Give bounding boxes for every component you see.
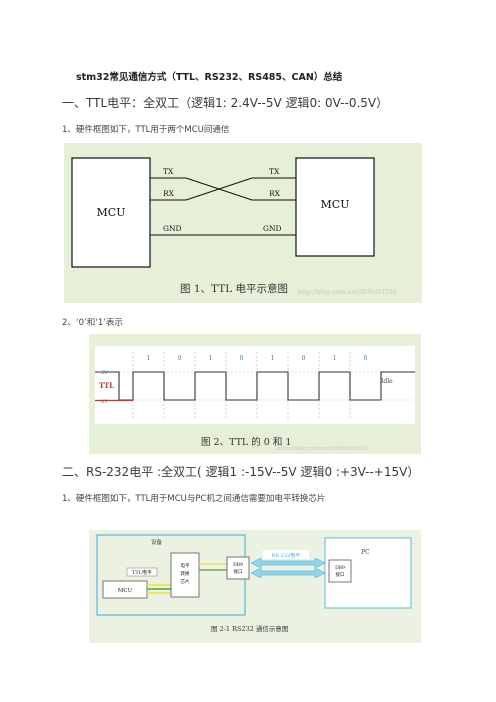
figure2-caption: 图 2、TTL 的 0 和 1 bbox=[201, 436, 291, 448]
device-label: 设备 bbox=[151, 538, 163, 546]
ttl-level-label: TTL电平 bbox=[132, 569, 152, 576]
bit-label: 0 bbox=[178, 355, 182, 362]
cross-line-b bbox=[185, 177, 253, 201]
rs232-arrow-top bbox=[250, 557, 326, 569]
label-5v: 5V bbox=[101, 370, 108, 376]
document-title: stm32常见通信方式（TTL、RS232、RS485、CAN）总结 bbox=[76, 72, 343, 83]
db9-right-line-2: 接口 bbox=[336, 571, 345, 578]
rs232-diagram-svg: 设备 MCU TTL电平 电平 转换 芯片 DB9 接口 RS-232电平 PC… bbox=[96, 534, 412, 633]
db9-left-box bbox=[226, 556, 250, 580]
mcu-label: MCU bbox=[118, 588, 133, 594]
db9-left-line-2: 接口 bbox=[234, 568, 243, 575]
converter-line-3: 芯片 bbox=[181, 578, 190, 585]
ttl-waveform-line bbox=[95, 371, 415, 401]
tx-left-label: TX bbox=[163, 167, 174, 176]
bit-label: 0 bbox=[302, 355, 306, 362]
gnd-right-label: GND bbox=[263, 224, 282, 233]
db9-right-box bbox=[328, 559, 352, 583]
bit-labels: 1 0 1 0 1 0 1 0 bbox=[147, 355, 368, 362]
label-0v: 0V bbox=[101, 399, 108, 405]
tx-right-label: TX bbox=[269, 167, 280, 176]
bit-label: 0 bbox=[240, 355, 244, 362]
rx-right-label: RX bbox=[269, 189, 281, 198]
figure3-caption: 图 2-1 RS232 通信示意图 bbox=[211, 624, 288, 633]
converter-box bbox=[170, 552, 200, 598]
figure1-caption: 图 1、TTL 电平示意图 bbox=[180, 282, 288, 295]
section1-item1: 1、硬件框图如下，TTL用于两个MCU间通信 bbox=[62, 125, 230, 135]
rs232-label-box bbox=[263, 550, 309, 559]
rs232-level-label: RS-232电平 bbox=[272, 552, 301, 559]
mcu-left-box bbox=[71, 157, 151, 268]
figure-rs232-diagram: 设备 MCU TTL电平 电平 转换 芯片 DB9 接口 RS-232电平 PC… bbox=[89, 530, 421, 643]
label-idle: Idle bbox=[381, 378, 393, 385]
section2-item1: 1、硬件框图如下，TTL用于MCU与PC机之间通信需要加电平转换芯片 bbox=[62, 494, 326, 504]
figure2-watermark: http://blog.csdn.net/ZhWu01520 bbox=[277, 446, 368, 452]
section2-heading: 二、RS-232电平 :全双工( 逻辑1 :-15V--5V 逻辑0 :+3V-… bbox=[62, 465, 420, 479]
mcu-right-label: MCU bbox=[321, 198, 350, 211]
waveform-panel bbox=[95, 346, 415, 424]
pc-label: PC bbox=[361, 549, 370, 556]
db9-left-line-1: DB9 bbox=[233, 562, 243, 568]
bit-label: 1 bbox=[333, 355, 337, 362]
bit-label: 1 bbox=[209, 355, 213, 362]
rs232-arrow-bottom bbox=[250, 567, 326, 579]
rx-left-label: RX bbox=[163, 189, 175, 198]
label-ttl: TTL bbox=[99, 381, 114, 390]
mcu-right-box bbox=[295, 157, 375, 257]
gnd-left-label: GND bbox=[163, 224, 182, 233]
section1-item2: 2、‘0’和‘1’表示 bbox=[62, 318, 124, 328]
figure1-watermark: http://blog.csdn.net/ZhWu01520 bbox=[298, 289, 397, 296]
db9-right-line-1: DB9 bbox=[335, 565, 345, 571]
ttl-diagram-svg: MCU MCU TX RX GND TX RX GND 图 1、TTL 电平示意… bbox=[71, 157, 397, 296]
converter-line-2: 转换 bbox=[181, 570, 190, 577]
section1-heading: 一、TTL电平：全双工（逻辑1: 2.4V--5V 逻辑0: 0V--0.5V） bbox=[62, 96, 389, 110]
bit-label: 1 bbox=[147, 355, 151, 362]
ttl-label-box bbox=[126, 567, 158, 577]
mcu-left-label: MCU bbox=[97, 206, 126, 219]
figure-ttl-diagram: MCU MCU TX RX GND TX RX GND 图 1、TTL 电平示意… bbox=[64, 143, 422, 303]
converter-line-1: 电平 bbox=[181, 562, 190, 569]
bit-label: 0 bbox=[364, 355, 368, 362]
bit-label: 1 bbox=[271, 355, 275, 362]
